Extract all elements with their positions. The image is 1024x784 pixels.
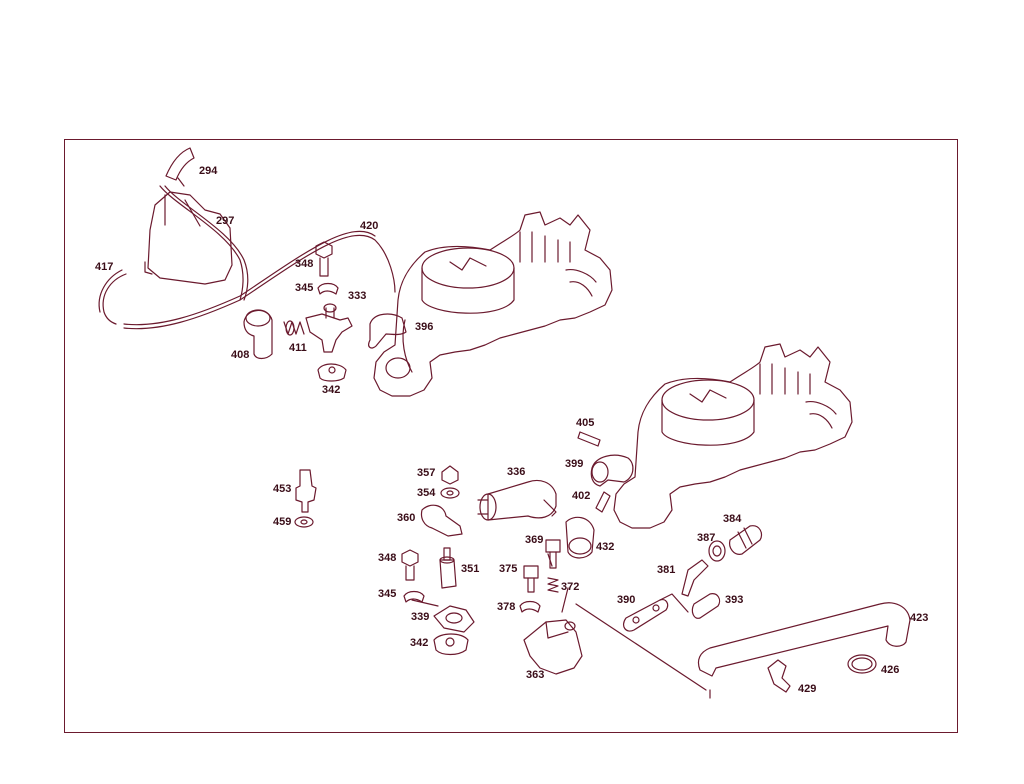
washer-459 bbox=[294, 516, 314, 528]
callout-459: 459 bbox=[273, 516, 292, 528]
callout-387: 387 bbox=[697, 532, 716, 544]
elbow-408 bbox=[243, 309, 273, 360]
hose-294 bbox=[165, 147, 195, 187]
ring-387 bbox=[708, 540, 726, 562]
plate-390 bbox=[622, 593, 689, 632]
callout-396: 396 bbox=[415, 321, 434, 333]
callout-402: 402 bbox=[572, 490, 591, 502]
sensor-381 bbox=[681, 559, 709, 597]
callout-378: 378 bbox=[497, 601, 516, 613]
bolt-348-lower bbox=[401, 549, 419, 581]
callout-348-lower: 348 bbox=[378, 552, 397, 564]
elbow-396 bbox=[368, 313, 407, 349]
nut-357 bbox=[441, 465, 459, 485]
callout-345-lower: 345 bbox=[378, 588, 397, 600]
diagram-frame bbox=[64, 139, 958, 733]
callout-345-upper: 345 bbox=[295, 282, 314, 294]
callout-393: 393 bbox=[725, 594, 744, 606]
callout-336: 336 bbox=[507, 466, 526, 478]
pin-405 bbox=[577, 431, 601, 447]
callout-423: 423 bbox=[910, 612, 929, 624]
screw-375 bbox=[523, 565, 539, 593]
washer-378 bbox=[519, 600, 541, 613]
vent-line-297 bbox=[159, 185, 249, 301]
pipe-423 bbox=[697, 602, 911, 677]
clamp-426 bbox=[847, 654, 877, 674]
hose-432 bbox=[565, 516, 595, 559]
callout-342-upper: 342 bbox=[322, 384, 341, 396]
connector-393 bbox=[691, 593, 721, 619]
washer-354 bbox=[440, 487, 460, 499]
callout-384: 384 bbox=[723, 513, 742, 525]
washer-345-upper bbox=[317, 282, 339, 295]
idle-valve-336 bbox=[477, 479, 557, 521]
callout-342-lower: 342 bbox=[410, 637, 429, 649]
spring-411 bbox=[283, 320, 305, 336]
callout-453: 453 bbox=[273, 483, 292, 495]
callout-390: 390 bbox=[617, 594, 636, 606]
spring-372 bbox=[547, 577, 559, 593]
callout-381: 381 bbox=[657, 564, 676, 576]
elbow-399 bbox=[590, 454, 634, 487]
callout-339: 339 bbox=[411, 611, 430, 623]
callout-420: 420 bbox=[360, 220, 379, 232]
callout-429: 429 bbox=[798, 683, 817, 695]
stud-351 bbox=[439, 547, 457, 589]
washer-345-lower bbox=[403, 590, 439, 607]
callout-354: 354 bbox=[417, 487, 436, 499]
bracket-360 bbox=[420, 504, 463, 537]
callout-294: 294 bbox=[199, 165, 218, 177]
callout-432: 432 bbox=[596, 541, 615, 553]
fitting-384 bbox=[729, 525, 763, 555]
callout-369: 369 bbox=[525, 534, 544, 546]
flange-339 bbox=[433, 605, 475, 633]
callout-360: 360 bbox=[397, 512, 416, 524]
callout-348-upper: 348 bbox=[295, 258, 314, 270]
upper-intake-housing bbox=[373, 211, 613, 397]
callout-357: 357 bbox=[417, 467, 436, 479]
hose-417 bbox=[98, 230, 396, 330]
bracket-429 bbox=[767, 659, 791, 693]
valve-333 bbox=[305, 303, 353, 353]
callout-426: 426 bbox=[881, 664, 900, 676]
callout-399: 399 bbox=[565, 458, 584, 470]
callout-372: 372 bbox=[561, 581, 580, 593]
pin-402 bbox=[595, 491, 611, 513]
callout-417: 417 bbox=[95, 261, 114, 273]
callout-297: 297 bbox=[216, 215, 235, 227]
gasket-342-upper bbox=[317, 363, 347, 382]
callout-375: 375 bbox=[499, 563, 518, 575]
lower-intake-housing bbox=[613, 343, 853, 529]
callout-351: 351 bbox=[461, 563, 480, 575]
housing-363 bbox=[523, 619, 583, 675]
callout-408: 408 bbox=[231, 349, 250, 361]
callout-333: 333 bbox=[348, 290, 367, 302]
callout-411: 411 bbox=[289, 342, 307, 354]
gasket-342-lower bbox=[433, 633, 469, 656]
callout-405: 405 bbox=[576, 417, 595, 429]
bolt-348-upper bbox=[315, 241, 333, 277]
leader-lines bbox=[547, 553, 711, 699]
callout-363: 363 bbox=[526, 669, 545, 681]
sensor-453 bbox=[295, 469, 317, 513]
